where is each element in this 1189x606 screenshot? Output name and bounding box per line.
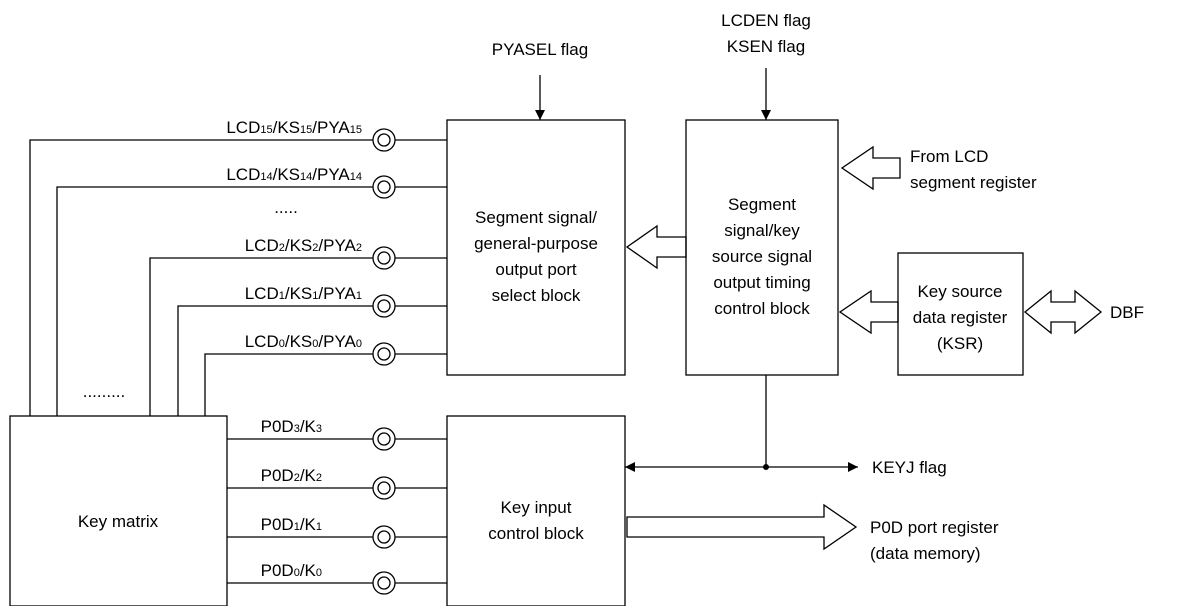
pin-label-lcd15: LCD15/KS15/PYA15 — [226, 118, 362, 137]
wire-lcd1 — [177, 305, 373, 416]
ksr-line-2: data register — [913, 308, 1008, 327]
dbf-label: DBF — [1110, 303, 1144, 322]
ksr-line-1: Key source — [917, 282, 1002, 301]
bus-arrow-from-lcd — [840, 145, 901, 191]
segment-select-block — [446, 119, 626, 376]
segment-select-line-2: general-purpose — [474, 234, 598, 253]
from-lcd-line-2: segment register — [910, 173, 1037, 192]
pin-label-p0d2: P0D2/K2 — [261, 466, 322, 485]
key-matrix-label: Key matrix — [78, 512, 159, 531]
timing-control-line-4: output timing — [713, 273, 810, 292]
ksen-flag-label: KSEN flag — [727, 37, 805, 56]
keyj-flag-label: KEYJ flag — [872, 458, 947, 477]
bus-arrow-from-ksr — [838, 289, 899, 335]
key-matrix-block — [9, 415, 228, 606]
pin-label-lcd0: LCD0/KS0/PYA0 — [245, 332, 362, 351]
matrix-ellipsis: ......... — [83, 382, 126, 401]
pyasel-flag-label: PYASEL flag — [492, 40, 588, 59]
key-input-line-1: Key input — [501, 498, 572, 517]
pin-label-p0d0: P0D0/K0 — [261, 561, 322, 580]
ksr-line-3: (KSR) — [937, 334, 983, 353]
segment-select-line-3: output port — [495, 260, 577, 279]
pin-label-lcd14: LCD14/KS14/PYA14 — [226, 165, 362, 184]
bus-arrow-to-p0d — [626, 503, 858, 551]
segment-select-line-4: select block — [492, 286, 581, 305]
pin-label-lcd2: LCD2/KS2/PYA2 — [245, 236, 362, 255]
key-input-block — [446, 415, 626, 606]
p0d-register-line-2: (data memory) — [870, 544, 981, 563]
pin-ellipsis: ..... — [274, 198, 298, 217]
bus-arrow-dbf — [1023, 289, 1103, 335]
bus-arrow-to-select — [625, 224, 687, 270]
wire-lcd0 — [204, 353, 373, 416]
wire-lcd14 — [56, 186, 373, 416]
timing-control-line-2: signal/key — [724, 221, 800, 240]
pin-label-lcd1: LCD1/KS1/PYA1 — [245, 284, 362, 303]
p0d-register-line-1: P0D port register — [870, 518, 999, 537]
wire-lcd2 — [149, 257, 373, 416]
pin-label-p0d3: P0D3/K3 — [261, 417, 322, 436]
lcden-flag-label: LCDEN flag — [721, 11, 811, 30]
from-lcd-line-1: From LCD — [910, 147, 988, 166]
timing-control-line-3: source signal — [712, 247, 812, 266]
pin-terminals — [372, 128, 396, 595]
segment-select-line-1: Segment signal/ — [475, 208, 597, 227]
wire-lcd15 — [29, 139, 373, 416]
keyj-junction-dot — [763, 464, 769, 470]
timing-control-line-5: control block — [714, 299, 810, 318]
timing-control-line-1: Segment — [728, 195, 796, 214]
key-input-line-2: control block — [488, 524, 584, 543]
pin-label-p0d1: P0D1/K1 — [261, 515, 322, 534]
